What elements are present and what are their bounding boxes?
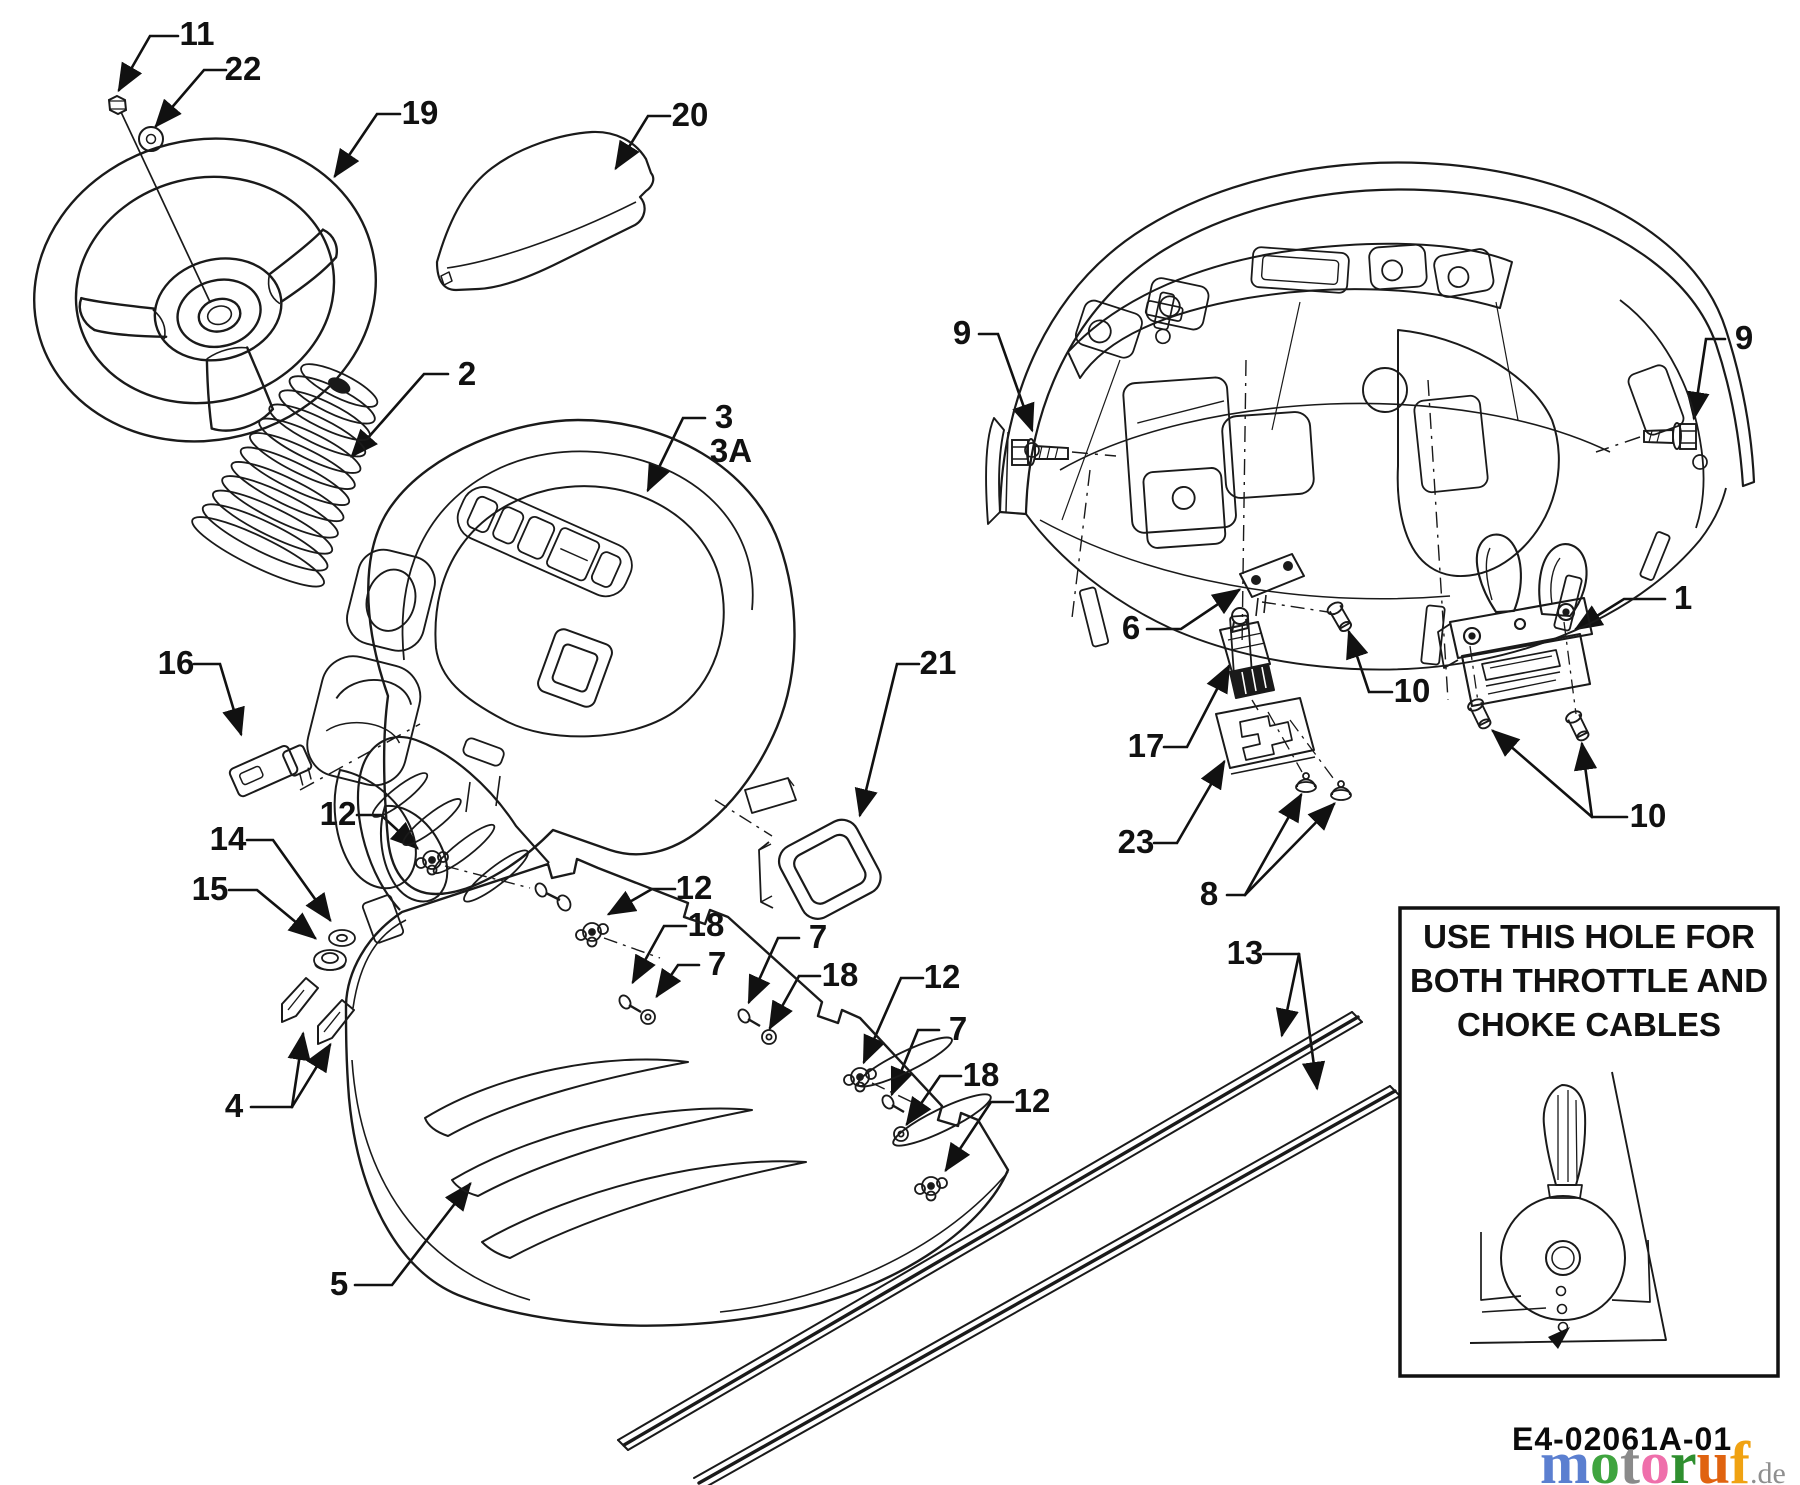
washer-7-1 [640,1009,656,1025]
steering-shaft [120,111,211,303]
callout-21: 21 [920,644,957,681]
callout-2: 2 [458,355,476,392]
drawing-number: E4-02061A-01 [1512,1421,1732,1457]
steering-bellows-2 [191,363,379,588]
callout-13: 13 [1227,934,1264,971]
callout-12-3: 12 [924,958,961,995]
panel-fasteners [415,850,948,1202]
callout-4: 4 [225,1087,244,1124]
bracket-6 [1239,553,1305,617]
note-line-1: USE THIS HOLE FOR [1423,918,1755,955]
callout-22: 22 [225,50,262,87]
clips-4 [281,977,355,1045]
callout-11: 11 [180,15,215,52]
callout-7-1: 7 [708,945,726,982]
note-box: USE THIS HOLE FOR BOTH THROTTLE AND CHOK… [1398,906,1780,1378]
push-nuts-8 [1267,711,1352,801]
callout-17: 17 [1128,727,1165,764]
watermark-letter: f [1730,1430,1751,1485]
washer-18-2 [761,1029,777,1045]
grommet-15 [313,949,347,971]
steering-nut-11 [107,94,128,116]
callout-18-2: 18 [822,956,859,993]
bolt-9-right [1595,422,1697,453]
console-underside [985,161,1756,701]
screws-10-lower [1467,621,1590,742]
watermark-letter: o [1640,1430,1670,1485]
screw-18-1 [618,994,642,1014]
washer-18-3 [893,1126,909,1142]
steering-washer-22 [138,126,164,152]
knob-12-2 [575,922,609,948]
knob-12-3 [843,1067,877,1093]
watermark-logo: motoruf.de [1540,1430,1786,1485]
callout-18-3: 18 [963,1056,1000,1093]
leader-lines [117,34,1727,1287]
callout-12-4: 12 [1014,1082,1051,1119]
callout-19: 19 [402,94,439,131]
interlock-switch-17 [1219,607,1275,711]
watermark-letter: r [1670,1430,1697,1485]
note-illustration [1469,1071,1667,1349]
washer-14 [328,929,356,947]
screw-7-2 [737,1008,761,1028]
trim-strips-13 [617,1011,1401,1485]
throttle-control-1 [1437,533,1594,708]
callout-8: 8 [1200,875,1218,912]
callout-1: 1 [1674,579,1692,616]
callout-10-2: 10 [1630,797,1667,834]
lower-panel-5 [344,735,1010,1327]
bolt-9-left [1011,438,1117,466]
steering-wheel [33,137,377,443]
plate-23 [1215,697,1316,775]
watermark-letter: u [1697,1430,1730,1485]
callout-7-3: 7 [949,1010,967,1047]
watermark-suffix: .de [1750,1457,1786,1485]
callout-6: 6 [1122,609,1140,646]
ignition-module-16 [228,723,421,798]
watermark-letter: m [1540,1430,1590,1485]
note-line-2: BOTH THROTTLE AND [1410,962,1768,999]
knob-12-4 [914,1176,948,1202]
console-shell-3 [306,418,797,903]
callout-23: 23 [1118,823,1155,860]
callout-14: 14 [210,820,247,857]
note-hole-arrow-icon [1548,1327,1570,1349]
watermark-letter: o [1590,1430,1620,1485]
callout-16: 16 [158,644,195,681]
watermark-letter: t [1620,1430,1640,1485]
knob-12-1 [415,850,449,876]
callout-10-1: 10 [1394,672,1431,709]
screw-7-3 [881,1094,905,1114]
callout-15: 15 [192,870,229,907]
callout-labels: 11 22 19 20 2 3 3A 9 9 16 12 14 15 4 5 1… [158,15,1754,1302]
callout-9-left: 9 [953,314,971,351]
callout-3: 3 [715,398,733,435]
bezel-21 [714,799,882,920]
callout-7-2: 7 [809,918,827,955]
note-line-3: CHOKE CABLES [1457,1006,1721,1043]
screw-10-mid [1261,601,1353,633]
steering-cover-20 [435,130,655,292]
callout-5: 5 [330,1265,348,1302]
callout-9-right: 9 [1735,319,1753,356]
callout-20: 20 [672,96,709,133]
callout-12-1: 12 [320,795,357,832]
